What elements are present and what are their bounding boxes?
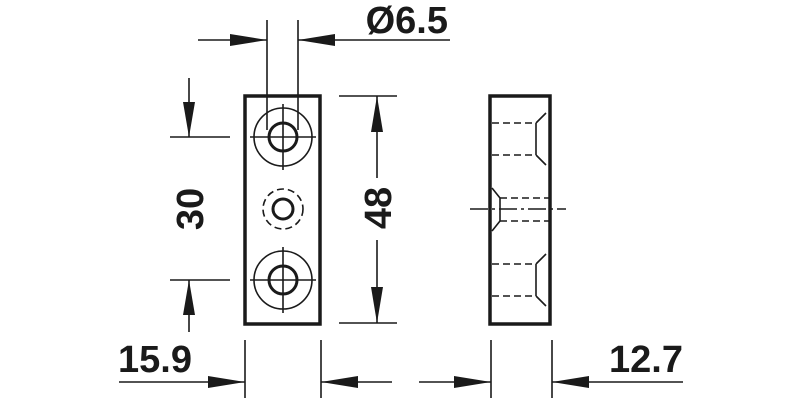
- top-countersunk-hole: [250, 104, 316, 170]
- height-dimension: 48: [339, 95, 400, 324]
- center-hole: [262, 188, 304, 230]
- front-view-outline: [243, 94, 322, 326]
- side-view: [470, 94, 566, 326]
- bottom-countersunk-hole: [250, 247, 316, 313]
- front-width-dimension: 15.9: [118, 339, 392, 398]
- side-width-dimension: 12.7: [419, 339, 683, 398]
- side-width-label: 12.7: [609, 339, 683, 381]
- hole-diameter-label: Ø6.5: [366, 0, 448, 42]
- hole-spacing-dimension: 30: [170, 78, 230, 332]
- hole-spacing-label: 30: [170, 188, 212, 230]
- hole-diameter-dimension: Ø6.5: [198, 0, 450, 130]
- front-view: [243, 94, 322, 326]
- front-width-label: 15.9: [118, 339, 192, 381]
- height-label: 48: [358, 187, 400, 229]
- side-view-outline: [488, 94, 552, 326]
